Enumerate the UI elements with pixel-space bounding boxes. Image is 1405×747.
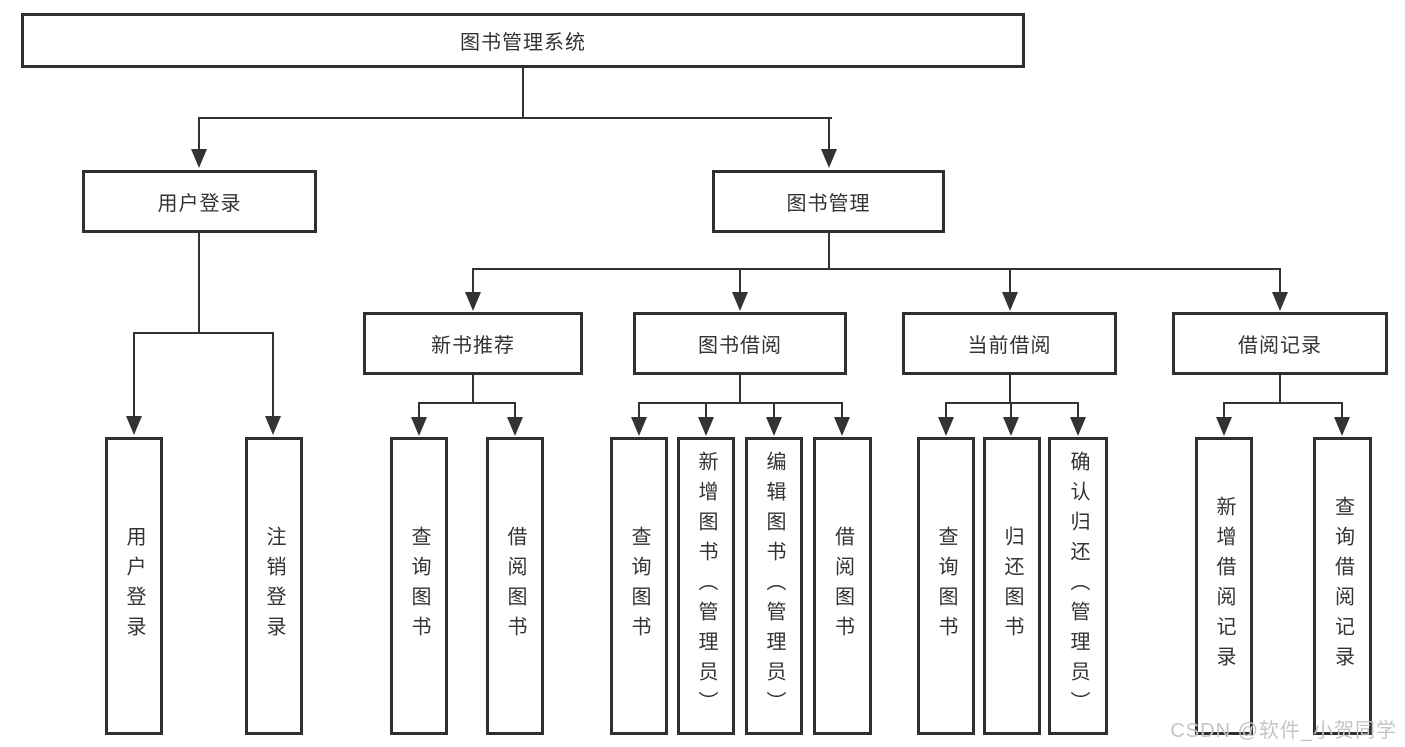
arrow-down-icon xyxy=(265,416,281,435)
leaf-records-add-borrow-record: 新增借阅记录 xyxy=(1195,437,1253,735)
arrow-down-icon xyxy=(1272,292,1288,311)
connector-line xyxy=(1077,402,1079,418)
connector-line xyxy=(1223,402,1343,404)
leaf-current-query-books: 查询图书 xyxy=(917,437,975,735)
leaf-borrowing-query-books: 查询图书 xyxy=(610,437,668,735)
connector-line xyxy=(705,402,707,418)
connector-line xyxy=(773,402,775,418)
connector-line xyxy=(828,117,830,151)
node-library-system: 图书管理系统 xyxy=(21,13,1025,68)
connector-line xyxy=(1279,375,1281,404)
arrow-down-icon xyxy=(698,417,714,436)
node-user-login-label: 用户登录 xyxy=(157,193,242,215)
connector-line xyxy=(514,402,516,418)
connector-line xyxy=(1009,268,1011,293)
connector-line xyxy=(739,375,741,404)
connector-line xyxy=(1009,375,1011,404)
connector-line xyxy=(945,402,1079,404)
node-borrowing-records-label: 借阅记录 xyxy=(1238,335,1322,357)
leaf-current-confirm-return-admin-label: 确认归还（管理员） xyxy=(1067,451,1089,721)
connector-line xyxy=(198,117,200,151)
leaf-newbooks-query-books: 查询图书 xyxy=(390,437,448,735)
leaf-borrowing-add-books-admin-label: 新增图书（管理员） xyxy=(695,451,717,721)
connector-line xyxy=(198,117,832,119)
node-borrowing-records: 借阅记录 xyxy=(1172,312,1388,375)
connector-line xyxy=(418,402,516,404)
leaf-borrowing-edit-books-admin-label: 编辑图书（管理员） xyxy=(763,451,785,721)
leaf-borrowing-borrow-books-label: 借阅图书 xyxy=(831,526,854,646)
node-new-book-recommendation: 新书推荐 xyxy=(363,312,583,375)
connector-line xyxy=(472,268,474,293)
connector-line xyxy=(1223,402,1225,418)
arrow-down-icon xyxy=(1216,417,1232,436)
node-book-management: 图书管理 xyxy=(712,170,945,233)
leaf-current-query-books-label: 查询图书 xyxy=(935,526,957,646)
connector-line xyxy=(739,268,741,293)
leaf-borrowing-query-books-label: 查询图书 xyxy=(628,526,650,646)
leaf-borrowing-borrow-books: 借阅图书 xyxy=(813,437,872,735)
arrow-down-icon xyxy=(465,292,481,311)
leaf-newbooks-query-books-label: 查询图书 xyxy=(408,526,430,646)
arrow-down-icon xyxy=(732,292,748,311)
arrow-down-icon xyxy=(1334,417,1350,436)
leaf-borrowing-edit-books-admin: 编辑图书（管理员） xyxy=(745,437,803,735)
arrow-down-icon xyxy=(821,149,837,168)
leaf-logout-label: 注销登录 xyxy=(263,526,285,646)
arrow-down-icon xyxy=(766,417,782,436)
leaf-records-query-borrow-record: 查询借阅记录 xyxy=(1313,437,1372,735)
connector-line xyxy=(1279,268,1281,293)
arrow-down-icon xyxy=(1070,417,1086,436)
arrow-down-icon xyxy=(126,416,142,435)
node-new-book-recommendation-label: 新书推荐 xyxy=(431,335,515,357)
node-book-borrowing-label: 图书借阅 xyxy=(698,335,782,357)
arrow-down-icon xyxy=(834,417,850,436)
arrow-down-icon xyxy=(507,417,523,436)
leaf-logout: 注销登录 xyxy=(245,437,303,735)
connector-line xyxy=(418,402,420,418)
leaf-newbooks-borrow-books-label: 借阅图书 xyxy=(504,526,526,646)
connector-line xyxy=(638,402,843,404)
connector-line xyxy=(133,332,135,417)
connector-line xyxy=(945,402,947,418)
node-current-borrowing-label: 当前借阅 xyxy=(967,335,1052,357)
leaf-current-return-books: 归还图书 xyxy=(983,437,1041,735)
connector-line xyxy=(472,268,1281,270)
arrow-down-icon xyxy=(191,149,207,168)
node-book-management-label: 图书管理 xyxy=(786,193,871,215)
connector-line xyxy=(1341,402,1343,418)
arrow-down-icon xyxy=(631,417,647,436)
leaf-current-return-books-label: 归还图书 xyxy=(1001,526,1023,646)
connector-line xyxy=(828,233,830,270)
csdn-watermark: CSDN @软件_小贺同学 xyxy=(1170,720,1397,742)
leaf-current-confirm-return-admin: 确认归还（管理员） xyxy=(1048,437,1108,735)
leaf-records-query-borrow-record-label: 查询借阅记录 xyxy=(1331,496,1354,676)
node-library-system-label: 图书管理系统 xyxy=(460,32,586,54)
connector-line xyxy=(472,375,474,404)
arrow-down-icon xyxy=(1002,292,1018,311)
connector-line xyxy=(841,402,843,418)
arrow-down-icon xyxy=(1003,417,1019,436)
connector-line xyxy=(638,402,640,418)
connector-line xyxy=(198,233,200,334)
node-user-login: 用户登录 xyxy=(82,170,317,233)
leaf-user-login-label: 用户登录 xyxy=(123,526,145,646)
node-book-borrowing: 图书借阅 xyxy=(633,312,847,375)
connector-line xyxy=(522,68,524,119)
leaf-user-login: 用户登录 xyxy=(105,437,163,735)
node-current-borrowing: 当前借阅 xyxy=(902,312,1117,375)
leaf-records-add-borrow-record-label: 新增借阅记录 xyxy=(1213,496,1235,676)
arrow-down-icon xyxy=(938,417,954,436)
leaf-borrowing-add-books-admin: 新增图书（管理员） xyxy=(677,437,735,735)
connector-line xyxy=(1010,402,1012,418)
connector-line xyxy=(133,332,274,334)
connector-line xyxy=(272,332,274,417)
leaf-newbooks-borrow-books: 借阅图书 xyxy=(486,437,544,735)
arrow-down-icon xyxy=(411,417,427,436)
